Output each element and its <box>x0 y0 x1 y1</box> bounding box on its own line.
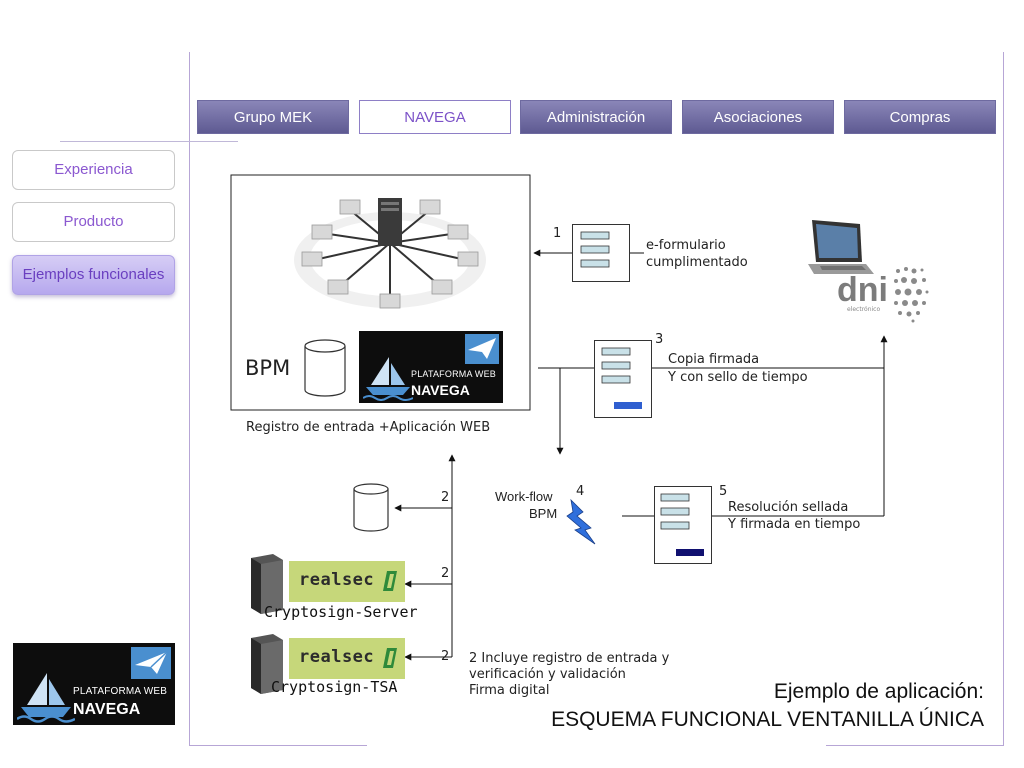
sidebar-item-experiencia[interactable]: Experiencia <box>12 150 175 190</box>
boat-icon <box>363 357 413 401</box>
step-1-label-line2: cumplimentado <box>646 255 748 270</box>
navega-logo-diagram: PLATAFORMA WEB NAVEGA <box>359 331 503 403</box>
navega-logo-footer: PLATAFORMA WEB NAVEGA <box>13 643 175 725</box>
step-1-label-line1: e-formulario <box>646 238 726 253</box>
tab-navega[interactable]: NAVEGA <box>359 100 511 134</box>
step-5-label-line2: Y firmada en tiempo <box>728 517 861 532</box>
laptop-icon <box>808 220 874 274</box>
document-icon-5 <box>654 486 712 564</box>
frame-bottom-left-line <box>189 745 367 746</box>
step-4-number: 4 <box>576 484 585 499</box>
tab-asociaciones[interactable]: Asociaciones <box>682 100 834 134</box>
paper-plane-icon <box>131 647 171 679</box>
step-1-number: 1 <box>553 226 562 241</box>
sidebar-item-producto[interactable]: Producto <box>12 202 175 242</box>
step-3-label-line1: Copia firmada <box>668 352 760 367</box>
bpm-system-box <box>230 174 531 411</box>
registro-label: Registro de entrada +Aplicación WEB <box>246 420 491 435</box>
realsec-logo-1: realsec <box>289 561 405 602</box>
cryptosign-server-label: Cryptosign-Server <box>264 603 418 621</box>
frame-left-line <box>189 52 190 746</box>
tab-administracion[interactable]: Administración <box>520 100 672 134</box>
tab-compras[interactable]: Compras <box>844 100 996 134</box>
sidebar-item-ejemplos-funcionales[interactable]: Ejemplos funcionales <box>12 255 175 295</box>
logo-small-text: PLATAFORMA WEB <box>411 369 496 379</box>
logo-big-text: NAVEGA <box>411 382 470 398</box>
lightning-bolt-icon <box>566 498 596 545</box>
document-icon-1 <box>572 224 630 282</box>
step-5-number: 5 <box>719 484 728 499</box>
dni-logo-text: dni <box>837 271 888 309</box>
note-line-2: verificación y validación <box>469 667 626 682</box>
dni-dots-icon <box>894 267 929 323</box>
document-icon-3 <box>594 340 652 418</box>
frame-right-line <box>1003 52 1004 746</box>
note-line-1: 2 Incluye registro de entrada y <box>469 651 670 666</box>
database-icon <box>304 339 346 397</box>
logo-big-text: NAVEGA <box>73 701 141 718</box>
database-icon-small <box>353 483 389 532</box>
realsec-logo-2: realsec <box>289 638 405 679</box>
dni-logo-subtext: electrónico <box>847 306 881 313</box>
realsec-logo-text: realsec <box>299 570 375 590</box>
tab-grupo-mek[interactable]: Grupo MEK <box>197 100 349 134</box>
realsec-mark-icon <box>383 571 397 591</box>
workflow-label-line2: BPM <box>529 506 558 521</box>
step-2-number-tsa: 2 <box>441 649 450 664</box>
step-2-number-db: 2 <box>441 490 450 505</box>
bpm-label: BPM <box>245 356 291 380</box>
paper-plane-icon <box>465 334 499 364</box>
page-title-line2: ESQUEMA FUNCIONAL VENTANILLA ÚNICA <box>551 708 984 731</box>
server-icon-2 <box>251 634 283 694</box>
note-line-3: Firma digital <box>469 683 550 698</box>
logo-small-text: PLATAFORMA WEB <box>73 686 168 697</box>
boat-icon <box>17 673 75 723</box>
step-3-number: 3 <box>655 332 664 347</box>
frame-side-divider <box>60 141 238 142</box>
page-title-line1: Ejemplo de aplicación: <box>773 680 984 703</box>
step-5-label-line1: Resolución sellada <box>728 500 849 515</box>
step-3-label-line2: Y con sello de tiempo <box>668 370 808 385</box>
realsec-logo-text: realsec <box>299 647 375 667</box>
frame-bottom-right-line <box>826 745 1004 746</box>
realsec-mark-icon <box>383 648 397 668</box>
network-hub-icon <box>294 198 486 309</box>
server-icon-1 <box>251 554 283 614</box>
step-2-number-server: 2 <box>441 566 450 581</box>
workflow-label-line1: Work-flow <box>495 489 553 504</box>
cryptosign-tsa-label: Cryptosign-TSA <box>271 678 398 696</box>
